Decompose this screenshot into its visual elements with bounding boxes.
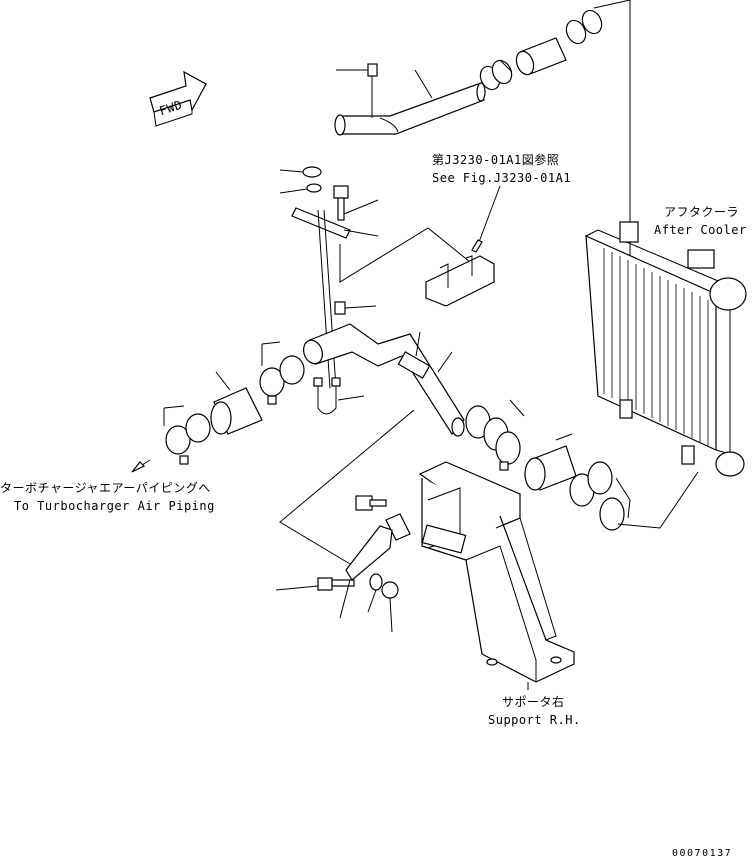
hose-left (210, 387, 263, 435)
upper-air-pipe (334, 82, 486, 136)
clamp-right-2 (495, 431, 521, 471)
stay-bracket (345, 525, 393, 581)
aftercooler-label-en: After Cooler (654, 223, 747, 237)
after-cooler (585, 221, 747, 477)
clamp-right-3 (569, 461, 613, 507)
turbo-label-ja: ターボチャージャエアーパイピングへ (0, 481, 211, 495)
bolt-2 (333, 185, 379, 221)
ref-label-en: See Fig.J3230-01A1 (432, 171, 571, 185)
turbo-label-en: To Turbocharger Air Piping (14, 499, 215, 513)
mount-plate (291, 207, 379, 239)
support-label-ja: サポータ右 (502, 694, 565, 709)
bolt-3 (334, 301, 377, 315)
support-bolt (355, 495, 387, 511)
washer-2 (367, 573, 383, 613)
ref-bracket (425, 255, 495, 307)
clamp-left-1 (259, 355, 305, 405)
nut-1 (279, 166, 322, 178)
clamp-right-1 (465, 405, 509, 451)
nut-2 (381, 581, 399, 633)
drawing-number: 00070137 (672, 848, 732, 859)
clamp-right-4 (599, 497, 625, 531)
upper-clamp-2 (565, 9, 603, 45)
pipe-boss (397, 351, 431, 379)
support-bolt-2 (275, 577, 355, 591)
support-label-en: Support R.H. (488, 713, 581, 727)
support-rh (418, 461, 575, 683)
fwd-arrow: FWD (149, 70, 207, 127)
fwd-label: FWD (158, 98, 184, 118)
upper-hose (515, 37, 567, 76)
aftercooler-label-ja: アフタクーラ (664, 205, 739, 219)
clamp-left-2 (165, 413, 211, 465)
hose-right (524, 445, 577, 491)
small-bracket (385, 513, 411, 541)
ref-label-ja: 第J3230-01A1図参照 (432, 152, 559, 167)
mid-air-pipe (302, 323, 465, 437)
upper-bolt (336, 63, 378, 118)
u-clamp (313, 377, 365, 415)
washer-1 (279, 183, 322, 194)
